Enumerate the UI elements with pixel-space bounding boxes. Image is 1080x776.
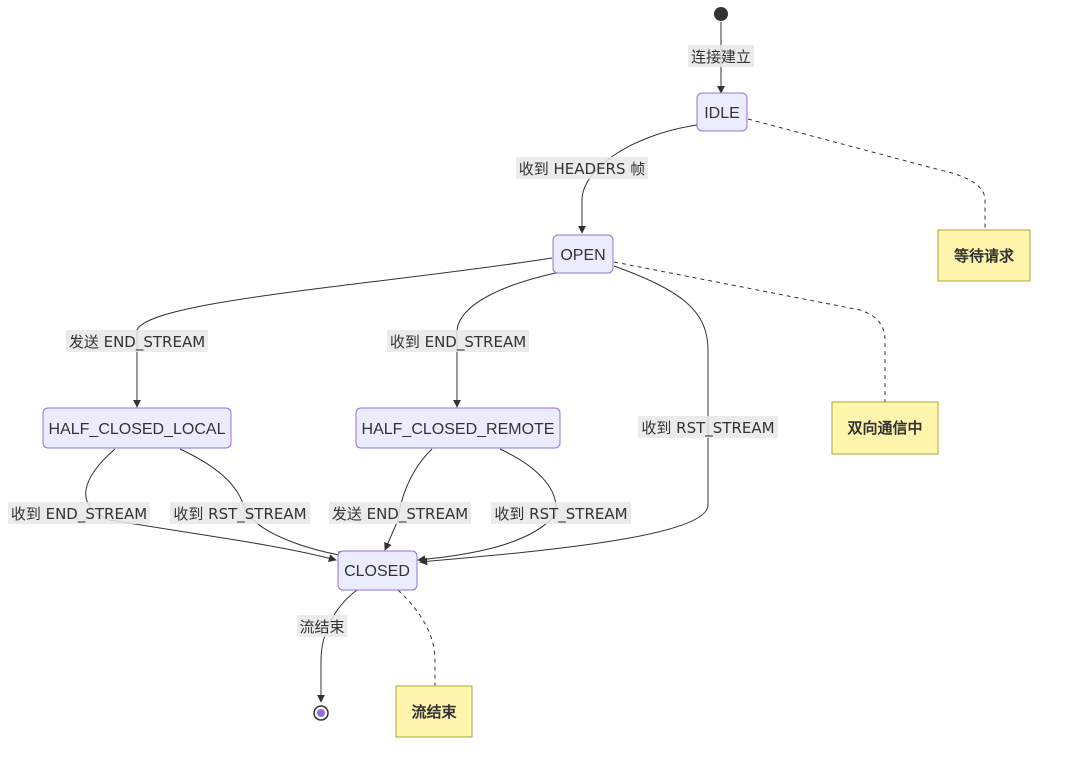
note-idle: 等待请求 [937,229,1031,282]
label-recv-end-stream: 收到 END_STREAM [387,330,529,352]
label-recv-rst-stream: 收到 RST_STREAM [638,416,778,438]
svg-text:收到 RST_STREAM: 收到 RST_STREAM [494,505,627,524]
label-local-recv-end-stream: 收到 END_STREAM [8,502,150,524]
state-idle: IDLE [696,92,748,132]
label-recv-headers: 收到 HEADERS 帧 [516,157,648,179]
svg-text:收到 END_STREAM: 收到 END_STREAM [390,333,526,352]
state-closed: CLOSED [337,550,418,591]
state-half-closed-remote: HALF_CLOSED_REMOTE [355,407,561,449]
label-send-end-stream: 发送 END_STREAM [66,330,208,352]
label-remote-recv-rst-stream: 收到 RST_STREAM [491,502,631,524]
svg-text:收到 RST_STREAM: 收到 RST_STREAM [173,505,306,524]
edge-open-half-closed-remote [453,271,561,408]
label-remote-send-end-stream: 发送 END_STREAM [329,502,471,524]
svg-text:连接建立: 连接建立 [691,48,751,66]
edge-open-closed [419,265,709,566]
svg-text:HALF_CLOSED_LOCAL: HALF_CLOSED_LOCAL [49,421,226,438]
label-local-recv-rst-stream: 收到 RST_STREAM [170,502,310,524]
end-node-inner [317,709,325,717]
note-link-open [613,261,886,402]
label-connect: 连接建立 [688,45,754,67]
edge-open-half-closed-local [133,257,553,408]
state-open: OPEN [552,234,614,274]
edge-closed-end [317,589,358,703]
label-stream-end: 流结束 [297,615,347,637]
svg-text:收到 HEADERS 帧: 收到 HEADERS 帧 [519,160,646,178]
svg-text:CLOSED: CLOSED [344,563,410,580]
start-node [714,7,728,21]
svg-text:OPEN: OPEN [560,247,605,264]
svg-text:收到 RST_STREAM: 收到 RST_STREAM [641,419,774,438]
svg-text:HALF_CLOSED_REMOTE: HALF_CLOSED_REMOTE [362,421,555,438]
svg-text:流结束: 流结束 [299,618,344,636]
edge-half-closed-remote-closed-end [384,448,433,551]
svg-text:发送 END_STREAM: 发送 END_STREAM [332,505,468,524]
note-closed: 流结束 [395,685,473,738]
note-link-idle [747,118,986,230]
note-link-closed [397,589,436,686]
edge-half-closed-local-closed-end [85,448,337,563]
svg-text:收到 END_STREAM: 收到 END_STREAM [11,505,147,524]
svg-text:IDLE: IDLE [704,105,740,122]
note-open: 双向通信中 [831,401,939,455]
svg-text:等待请求: 等待请求 [954,247,1015,265]
svg-text:双向通信中: 双向通信中 [847,419,922,437]
svg-text:流结束: 流结束 [411,703,457,721]
state-half-closed-local: HALF_CLOSED_LOCAL [42,407,232,449]
svg-text:发送 END_STREAM: 发送 END_STREAM [69,333,205,352]
